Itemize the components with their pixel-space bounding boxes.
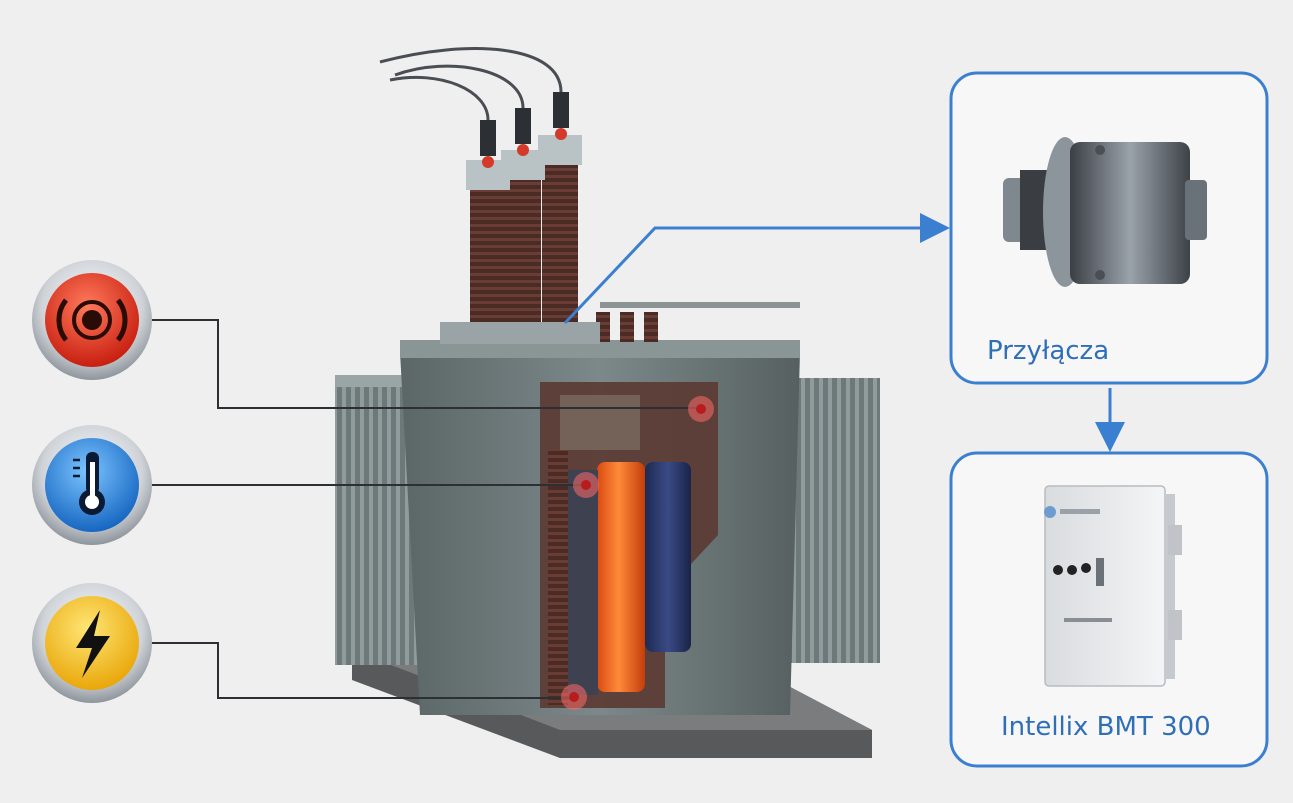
pd-sensor-line [152, 319, 700, 409]
sensor-points [561, 396, 714, 710]
pd-sensor-icon [32, 260, 152, 380]
bushing-callout-arrow [563, 213, 950, 325]
intellix-cabinet-image [1044, 485, 1182, 687]
core-coil-orange [597, 462, 645, 692]
core-coil-blue [645, 462, 691, 652]
bushing-caption: Przyłącza [987, 336, 1110, 366]
lv-bushings [596, 302, 800, 342]
bushing-adapter-image [1003, 137, 1207, 287]
sensor-connector-lines [152, 319, 700, 699]
lightning-icon [32, 583, 152, 703]
voltage-sensor-line [152, 642, 572, 699]
monitor-caption: Intellix BMT 300 [1001, 712, 1211, 742]
thermometer-icon [32, 425, 152, 545]
transformer [335, 47, 880, 758]
hv-bushings [379, 47, 582, 325]
